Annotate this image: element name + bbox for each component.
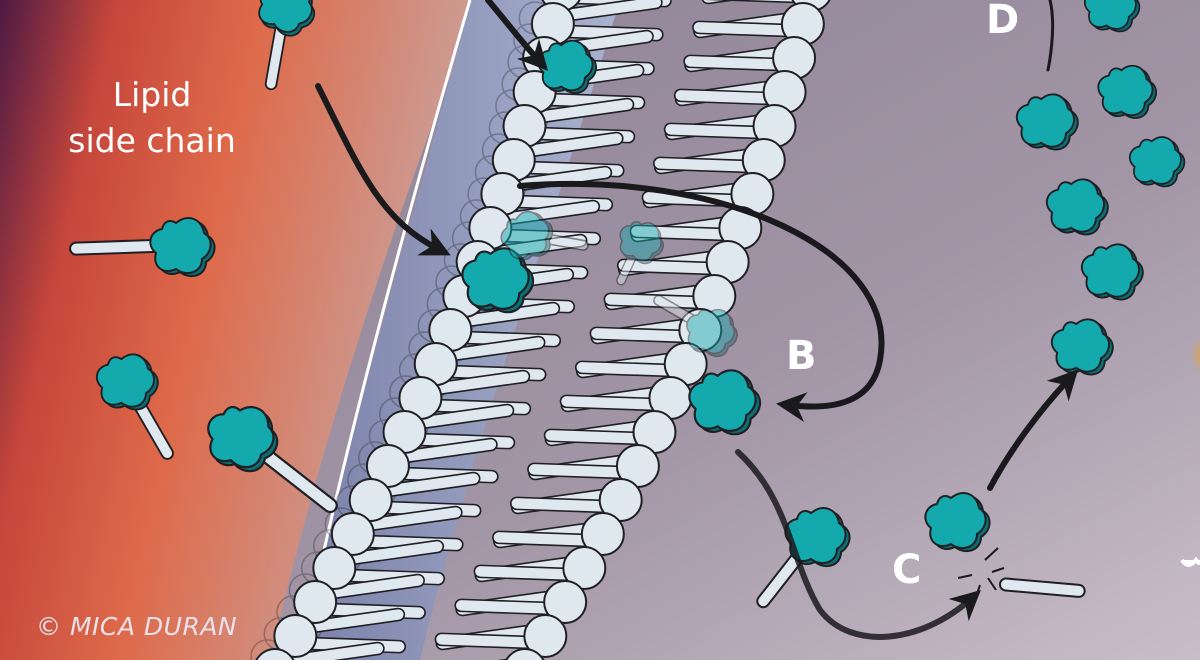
- lipid-tail: [664, 123, 764, 138]
- lipid-side-chain-label: Lipid side chain: [52, 72, 252, 164]
- step-label-b: B: [786, 336, 817, 376]
- edge-fragment: [1182, 560, 1200, 565]
- lipid-tail: [474, 565, 574, 580]
- copyright-credit: © MICA DURAN: [36, 612, 237, 641]
- lipid-tail: [528, 463, 628, 478]
- lipid-tail: [544, 429, 644, 444]
- step-label-d: D: [986, 0, 1019, 40]
- lipid-tail: [684, 55, 784, 70]
- label-line-1: Lipid: [52, 72, 252, 118]
- lipid-tail: [435, 633, 535, 648]
- label-line-2: side chain: [52, 118, 252, 164]
- step-label-c: C: [892, 550, 921, 590]
- lipid-tail: [455, 599, 555, 614]
- lipid-tail: [654, 157, 754, 172]
- lipid-tail: [590, 327, 690, 342]
- lipid-tail: [560, 395, 660, 410]
- lipid-tail: [493, 531, 593, 546]
- lipid-tail: [674, 89, 774, 104]
- lipid-tail: [576, 361, 676, 376]
- lipid-tail: [511, 497, 611, 512]
- lipid-tail: [693, 21, 793, 36]
